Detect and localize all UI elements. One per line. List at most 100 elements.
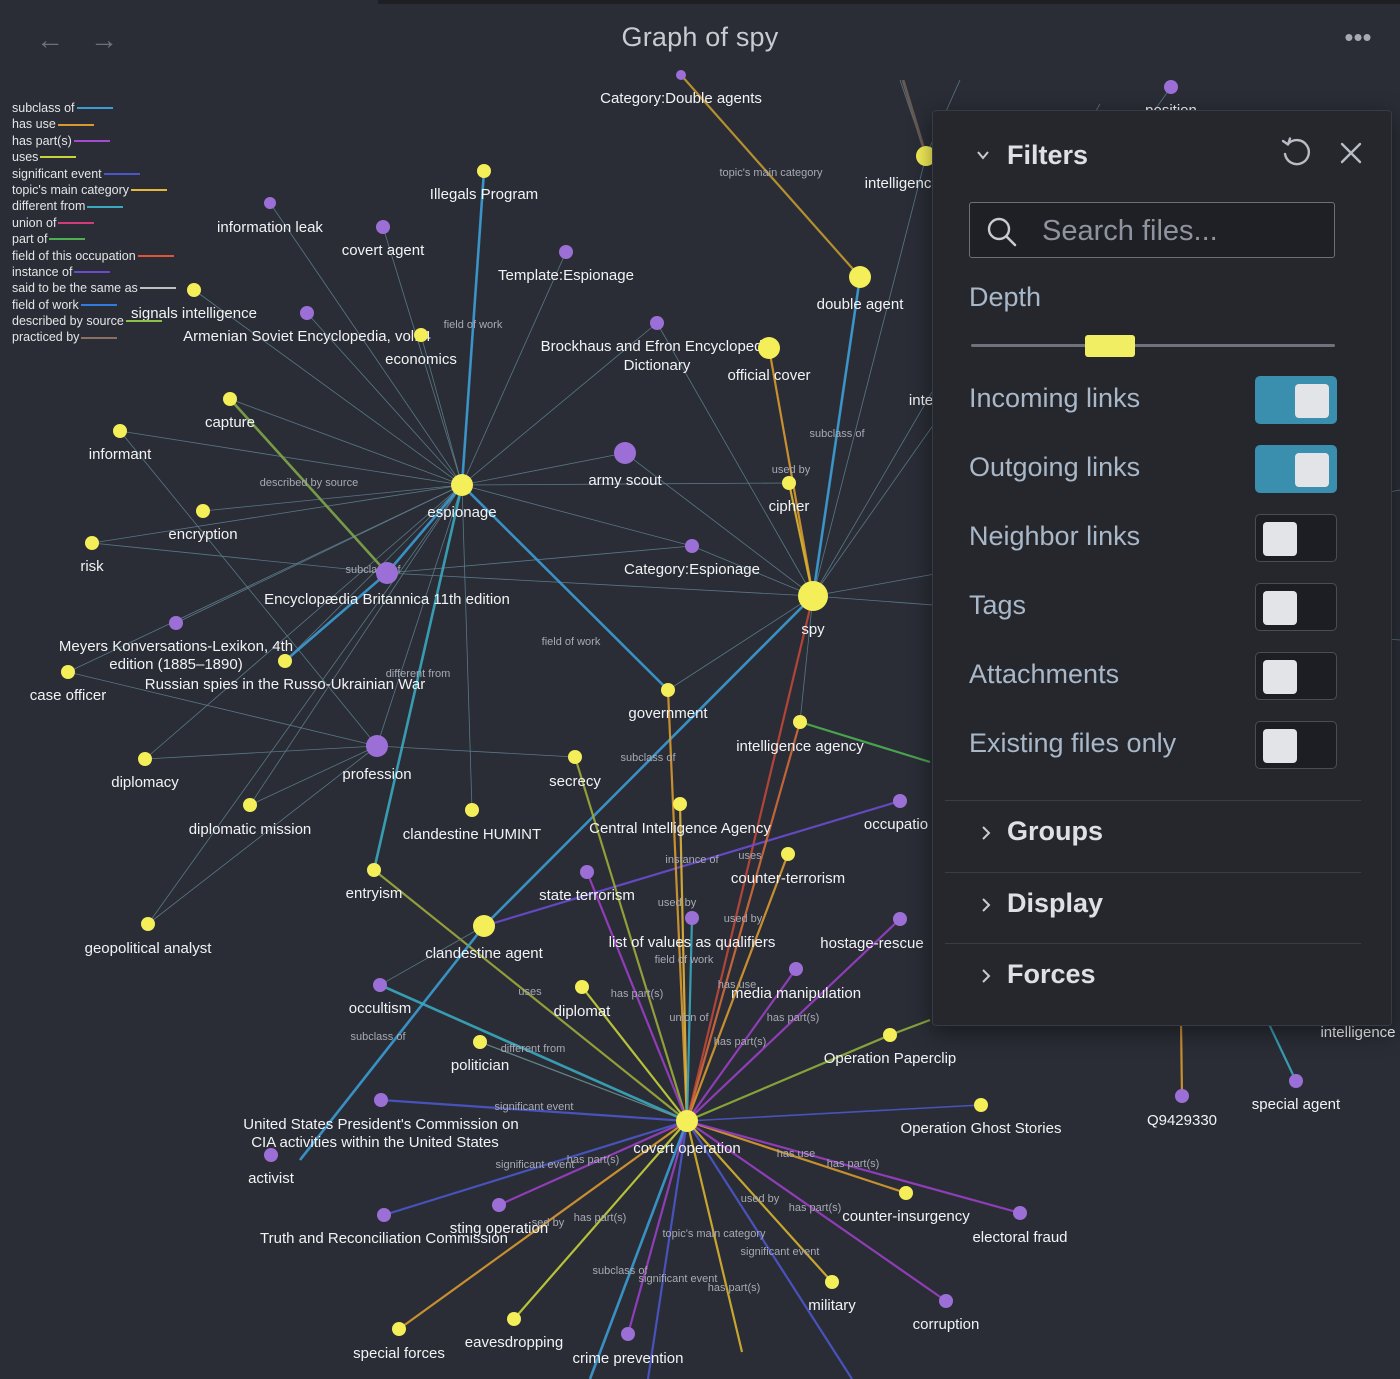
graph-node[interactable] [414, 328, 428, 342]
graph-edge [678, 803, 689, 1122]
graph-node[interactable] [893, 794, 907, 808]
graph-node[interactable] [974, 1098, 988, 1112]
graph-edge [461, 251, 567, 486]
close-icon[interactable] [1333, 135, 1369, 171]
graph-node[interactable] [1013, 1206, 1027, 1220]
graph-node[interactable] [477, 164, 491, 178]
graph-node[interactable] [673, 797, 687, 811]
graph-node[interactable] [264, 197, 276, 209]
graph-node[interactable] [798, 581, 828, 611]
graph-node[interactable] [893, 912, 907, 926]
toggle-switch[interactable] [1255, 583, 1337, 631]
section-display[interactable]: Display [977, 885, 1357, 925]
graph-node[interactable] [849, 266, 871, 288]
section-forces[interactable]: Forces [977, 956, 1357, 996]
graph-edge [513, 1120, 688, 1320]
graph-node-label: Russian spies in the Russo-Ukrainian War [145, 676, 425, 693]
graph-node[interactable] [85, 536, 99, 550]
graph-node[interactable] [377, 1208, 391, 1222]
legend-swatch [49, 238, 86, 241]
toggle-switch[interactable] [1255, 652, 1337, 700]
graph-node[interactable] [559, 245, 573, 259]
graph-node[interactable] [676, 1110, 698, 1132]
graph-node[interactable] [243, 798, 257, 812]
graph-node[interactable] [676, 70, 686, 80]
search-field[interactable] [969, 202, 1335, 258]
graph-edge-label: has part(s) [574, 1212, 627, 1224]
toggle-switch[interactable] [1255, 514, 1337, 562]
toggle-switch[interactable] [1255, 445, 1337, 493]
graph-node[interactable] [781, 847, 795, 861]
section-label: Display [1007, 888, 1104, 918]
graph-node[interactable] [473, 1035, 487, 1049]
graph-node[interactable] [1164, 80, 1178, 94]
graph-node[interactable] [373, 978, 387, 992]
graph-node[interactable] [1289, 1074, 1303, 1088]
section-groups[interactable]: Groups [977, 813, 1357, 853]
graph-node[interactable] [575, 980, 589, 994]
toggle-switch[interactable] [1255, 376, 1337, 424]
graph-node[interactable] [621, 1327, 635, 1341]
graph-node[interactable] [451, 474, 473, 496]
forward-arrow-icon[interactable]: → [90, 24, 118, 55]
toggle-switch[interactable] [1255, 721, 1337, 769]
graph-node[interactable] [492, 1198, 506, 1212]
graph-edges [67, 74, 1400, 1379]
graph-node-label: eavesdropping [465, 1334, 563, 1351]
graph-node[interactable] [650, 316, 664, 330]
graph-node[interactable] [789, 962, 803, 976]
graph-node[interactable] [138, 752, 152, 766]
chevron-down-icon[interactable] [977, 149, 989, 161]
graph-node[interactable] [376, 562, 398, 584]
graph-node[interactable] [366, 735, 388, 757]
graph-node[interactable] [169, 616, 183, 630]
graph-node[interactable] [825, 1275, 839, 1289]
graph-node[interactable] [899, 1186, 913, 1200]
legend-swatch [74, 271, 111, 274]
graph-node-label: CIA activities within the United States [251, 1134, 499, 1151]
graph-node[interactable] [392, 1322, 406, 1336]
more-options-icon[interactable]: ••• [1344, 22, 1372, 52]
depth-slider-thumb[interactable] [1085, 335, 1136, 357]
graph-node-label: list of values as qualifiers [609, 934, 776, 951]
graph-node[interactable] [782, 476, 796, 490]
graph-node[interactable] [374, 1093, 388, 1107]
graph-node[interactable] [61, 665, 75, 679]
graph-node[interactable] [473, 915, 495, 937]
graph-node[interactable] [113, 424, 127, 438]
graph-node[interactable] [568, 750, 582, 764]
graph-node[interactable] [685, 911, 699, 925]
graph-node[interactable] [580, 865, 594, 879]
reset-icon[interactable] [1279, 135, 1315, 171]
graph-node[interactable] [196, 504, 210, 518]
graph-node[interactable] [939, 1294, 953, 1308]
graph-node[interactable] [187, 283, 201, 297]
graph-node[interactable] [916, 146, 936, 166]
graph-edge-label: has part(s) [567, 1154, 620, 1166]
graph-node[interactable] [367, 863, 381, 877]
graph-edge [787, 482, 815, 597]
graph-edge [585, 871, 689, 1122]
graph-nodes: Category:Double agentspositionIllegals P… [30, 70, 1396, 1367]
graph-node[interactable] [614, 442, 636, 464]
graph-node[interactable] [141, 917, 155, 931]
graph-node[interactable] [278, 654, 292, 668]
graph-node[interactable] [883, 1028, 897, 1042]
graph-node[interactable] [661, 683, 675, 697]
graph-node[interactable] [685, 539, 699, 553]
graph-node[interactable] [300, 306, 314, 320]
graph-node[interactable] [793, 715, 807, 729]
graph-node[interactable] [758, 337, 780, 359]
graph-node-label: Operation Paperclip [824, 1050, 957, 1067]
graph-node[interactable] [465, 803, 479, 817]
depth-slider-track[interactable] [971, 344, 1335, 347]
graph-node[interactable] [1175, 1089, 1189, 1103]
graph-node[interactable] [507, 1312, 521, 1326]
graph-node[interactable] [264, 1148, 278, 1162]
graph-node[interactable] [223, 392, 237, 406]
back-arrow-icon[interactable]: ← [36, 24, 64, 55]
graph-node[interactable] [376, 220, 390, 234]
search-input[interactable] [1040, 211, 1324, 251]
legend-label: union of [12, 215, 57, 230]
